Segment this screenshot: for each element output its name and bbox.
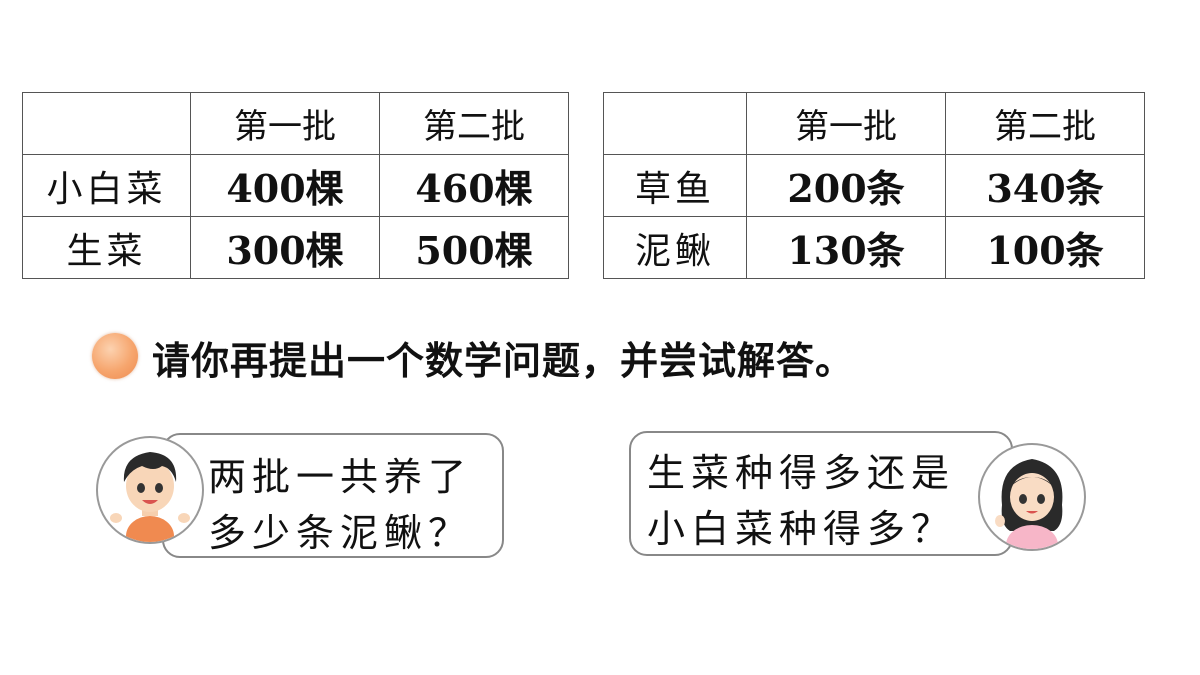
table-header-row: 第一批 第二批: [603, 92, 1145, 155]
boy-icon: [96, 436, 204, 544]
cell-batch1: 300棵: [190, 216, 380, 279]
header-batch1: 第一批: [746, 92, 946, 155]
bullet-dot-icon: [92, 333, 138, 379]
header-batch1: 第一批: [190, 92, 380, 155]
girl-icon: [978, 443, 1086, 551]
row-label: 生菜: [22, 216, 191, 279]
table-row: 泥鳅 130条 100条: [603, 216, 1145, 279]
cell-batch2: 340条: [945, 154, 1145, 217]
table-corner-cell: [603, 92, 747, 155]
header-batch2: 第二批: [945, 92, 1145, 155]
header-batch2: 第二批: [379, 92, 569, 155]
question-prompt: 请你再提出一个数学问题，并尝试解答。: [152, 339, 855, 383]
table-corner-cell: [22, 92, 191, 155]
bubble-line: 多少条泥鳅？: [208, 511, 473, 555]
speech-bubble-boy: 两批一共养了 多少条泥鳅？: [162, 433, 504, 558]
row-label: 草鱼: [603, 154, 747, 217]
bubble-line: 生菜种得多还是: [647, 451, 956, 495]
cell-batch1: 200条: [746, 154, 946, 217]
cell-batch2: 100条: [945, 216, 1145, 279]
table-vegetables: 第一批 第二批 小白菜 400棵 460棵 生菜 300棵 500棵: [22, 92, 569, 279]
table-header-row: 第一批 第二批: [22, 92, 569, 155]
cell-batch2: 460棵: [379, 154, 569, 217]
cell-batch1: 130条: [746, 216, 946, 279]
speech-bubble-girl: 生菜种得多还是 小白菜种得多？: [629, 431, 1013, 556]
cell-batch1: 400棵: [190, 154, 380, 217]
table-row: 草鱼 200条 340条: [603, 154, 1145, 217]
bubble-line: 两批一共养了: [208, 455, 473, 499]
cell-batch2: 500棵: [379, 216, 569, 279]
bubble-line: 小白菜种得多？: [647, 507, 956, 551]
table-row: 小白菜 400棵 460棵: [22, 154, 569, 217]
table-fish: 第一批 第二批 草鱼 200条 340条 泥鳅 130条 100条: [603, 92, 1145, 279]
row-label: 小白菜: [22, 154, 191, 217]
table-row: 生菜 300棵 500棵: [22, 216, 569, 279]
row-label: 泥鳅: [603, 216, 747, 279]
